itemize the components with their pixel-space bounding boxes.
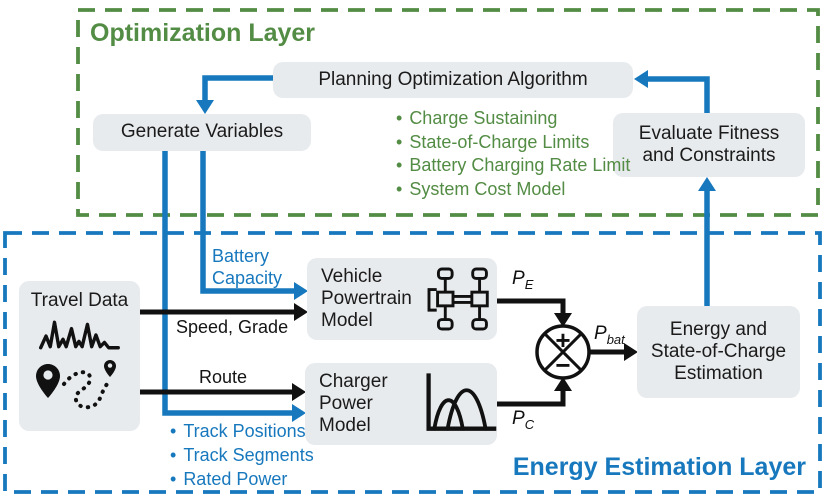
arrow-evaluate-to-planning	[648, 76, 710, 113]
list-item: •State-of-Charge Limits	[396, 131, 590, 152]
energy-estimation-layer-border	[3, 231, 822, 494]
arrowhead-charger-blue	[292, 404, 306, 422]
arrow-planning-to-generate	[202, 75, 273, 101]
energy-estimation-layer-title: Energy Estimation Layer	[512, 453, 806, 481]
planning-optimization-label: Planning Optimization Algorithm	[318, 68, 588, 90]
line-pc	[483, 390, 566, 407]
list-item: •Charge Sustaining	[396, 108, 558, 128]
summing-junction	[535, 324, 591, 380]
battery-capacity-label: Battery Capacity	[212, 246, 283, 288]
planning-optimization-box: Planning Optimization Algorithm	[273, 62, 633, 98]
arrowhead-sum-top	[554, 313, 572, 327]
speed-grade-label: Speed, Grade	[176, 317, 289, 337]
charger-curve-icon	[421, 372, 497, 436]
energy-soc-estimation-label: Energy and State-of-Charge Estimation	[650, 318, 787, 385]
generate-variables-label: Generate Variables	[120, 121, 284, 143]
optimization-constraints-list: •Charge Sustaining •State-of-Charge Limi…	[396, 107, 630, 201]
list-item: •Rated Power	[170, 469, 288, 489]
vehicle-powertrain-label: Vehicle Powertrain Model	[321, 265, 412, 332]
signal-pc: PC	[512, 408, 535, 432]
evaluate-fitness-box: Evaluate Fitness and Constraints	[613, 113, 805, 177]
optimization-layer-title: Optimization Layer	[90, 19, 316, 47]
junction-plus-sign: +	[555, 324, 571, 355]
arrowhead-charger-black	[292, 383, 306, 401]
charger-power-label: Charger Power Model	[319, 370, 388, 437]
route-icon	[34, 358, 126, 412]
arrow-route-params	[162, 151, 293, 416]
arrowhead-evaluate	[698, 177, 716, 191]
optimization-layer-border	[76, 8, 820, 217]
arrowhead-energy-box	[624, 343, 638, 361]
route-label: Route	[199, 367, 248, 387]
vehicle-powertrain-box: Vehicle Powertrain Model	[307, 258, 497, 340]
line-pe	[483, 298, 566, 314]
travel-data-box: Travel Data	[19, 281, 140, 431]
energy-soc-estimation-box: Energy and State-of-Charge Estimation	[637, 306, 800, 398]
arrowhead-vehicle-blue	[294, 282, 308, 300]
list-item: •Track Positions	[170, 421, 306, 441]
route-params-list: •Track Positions •Track Segments •Rated …	[170, 419, 314, 491]
arrowhead-generate	[196, 100, 214, 114]
signal-pe: PE	[512, 268, 534, 292]
generate-variables-box: Generate Variables	[93, 114, 311, 151]
arrowhead-vehicle-black	[294, 303, 308, 321]
list-item: •System Cost Model	[396, 178, 566, 199]
signal-pbat: Pbat	[594, 323, 625, 347]
evaluate-fitness-label: Evaluate Fitness and Constraints	[638, 122, 780, 166]
arrowhead-planning	[634, 70, 648, 88]
charger-power-box: Charger Power Model	[305, 363, 497, 445]
powertrain-icon	[423, 266, 495, 332]
arrow-battery-capacity	[200, 151, 295, 294]
junction-minus-sign: −	[555, 349, 571, 380]
arrowhead-sum-bottom	[554, 377, 572, 391]
travel-data-label: Travel Data	[30, 290, 129, 311]
speed-profile-icon	[33, 318, 127, 352]
list-item: •Track Segments	[170, 445, 314, 465]
list-item: •Battery Charging Rate Limit	[396, 155, 631, 175]
